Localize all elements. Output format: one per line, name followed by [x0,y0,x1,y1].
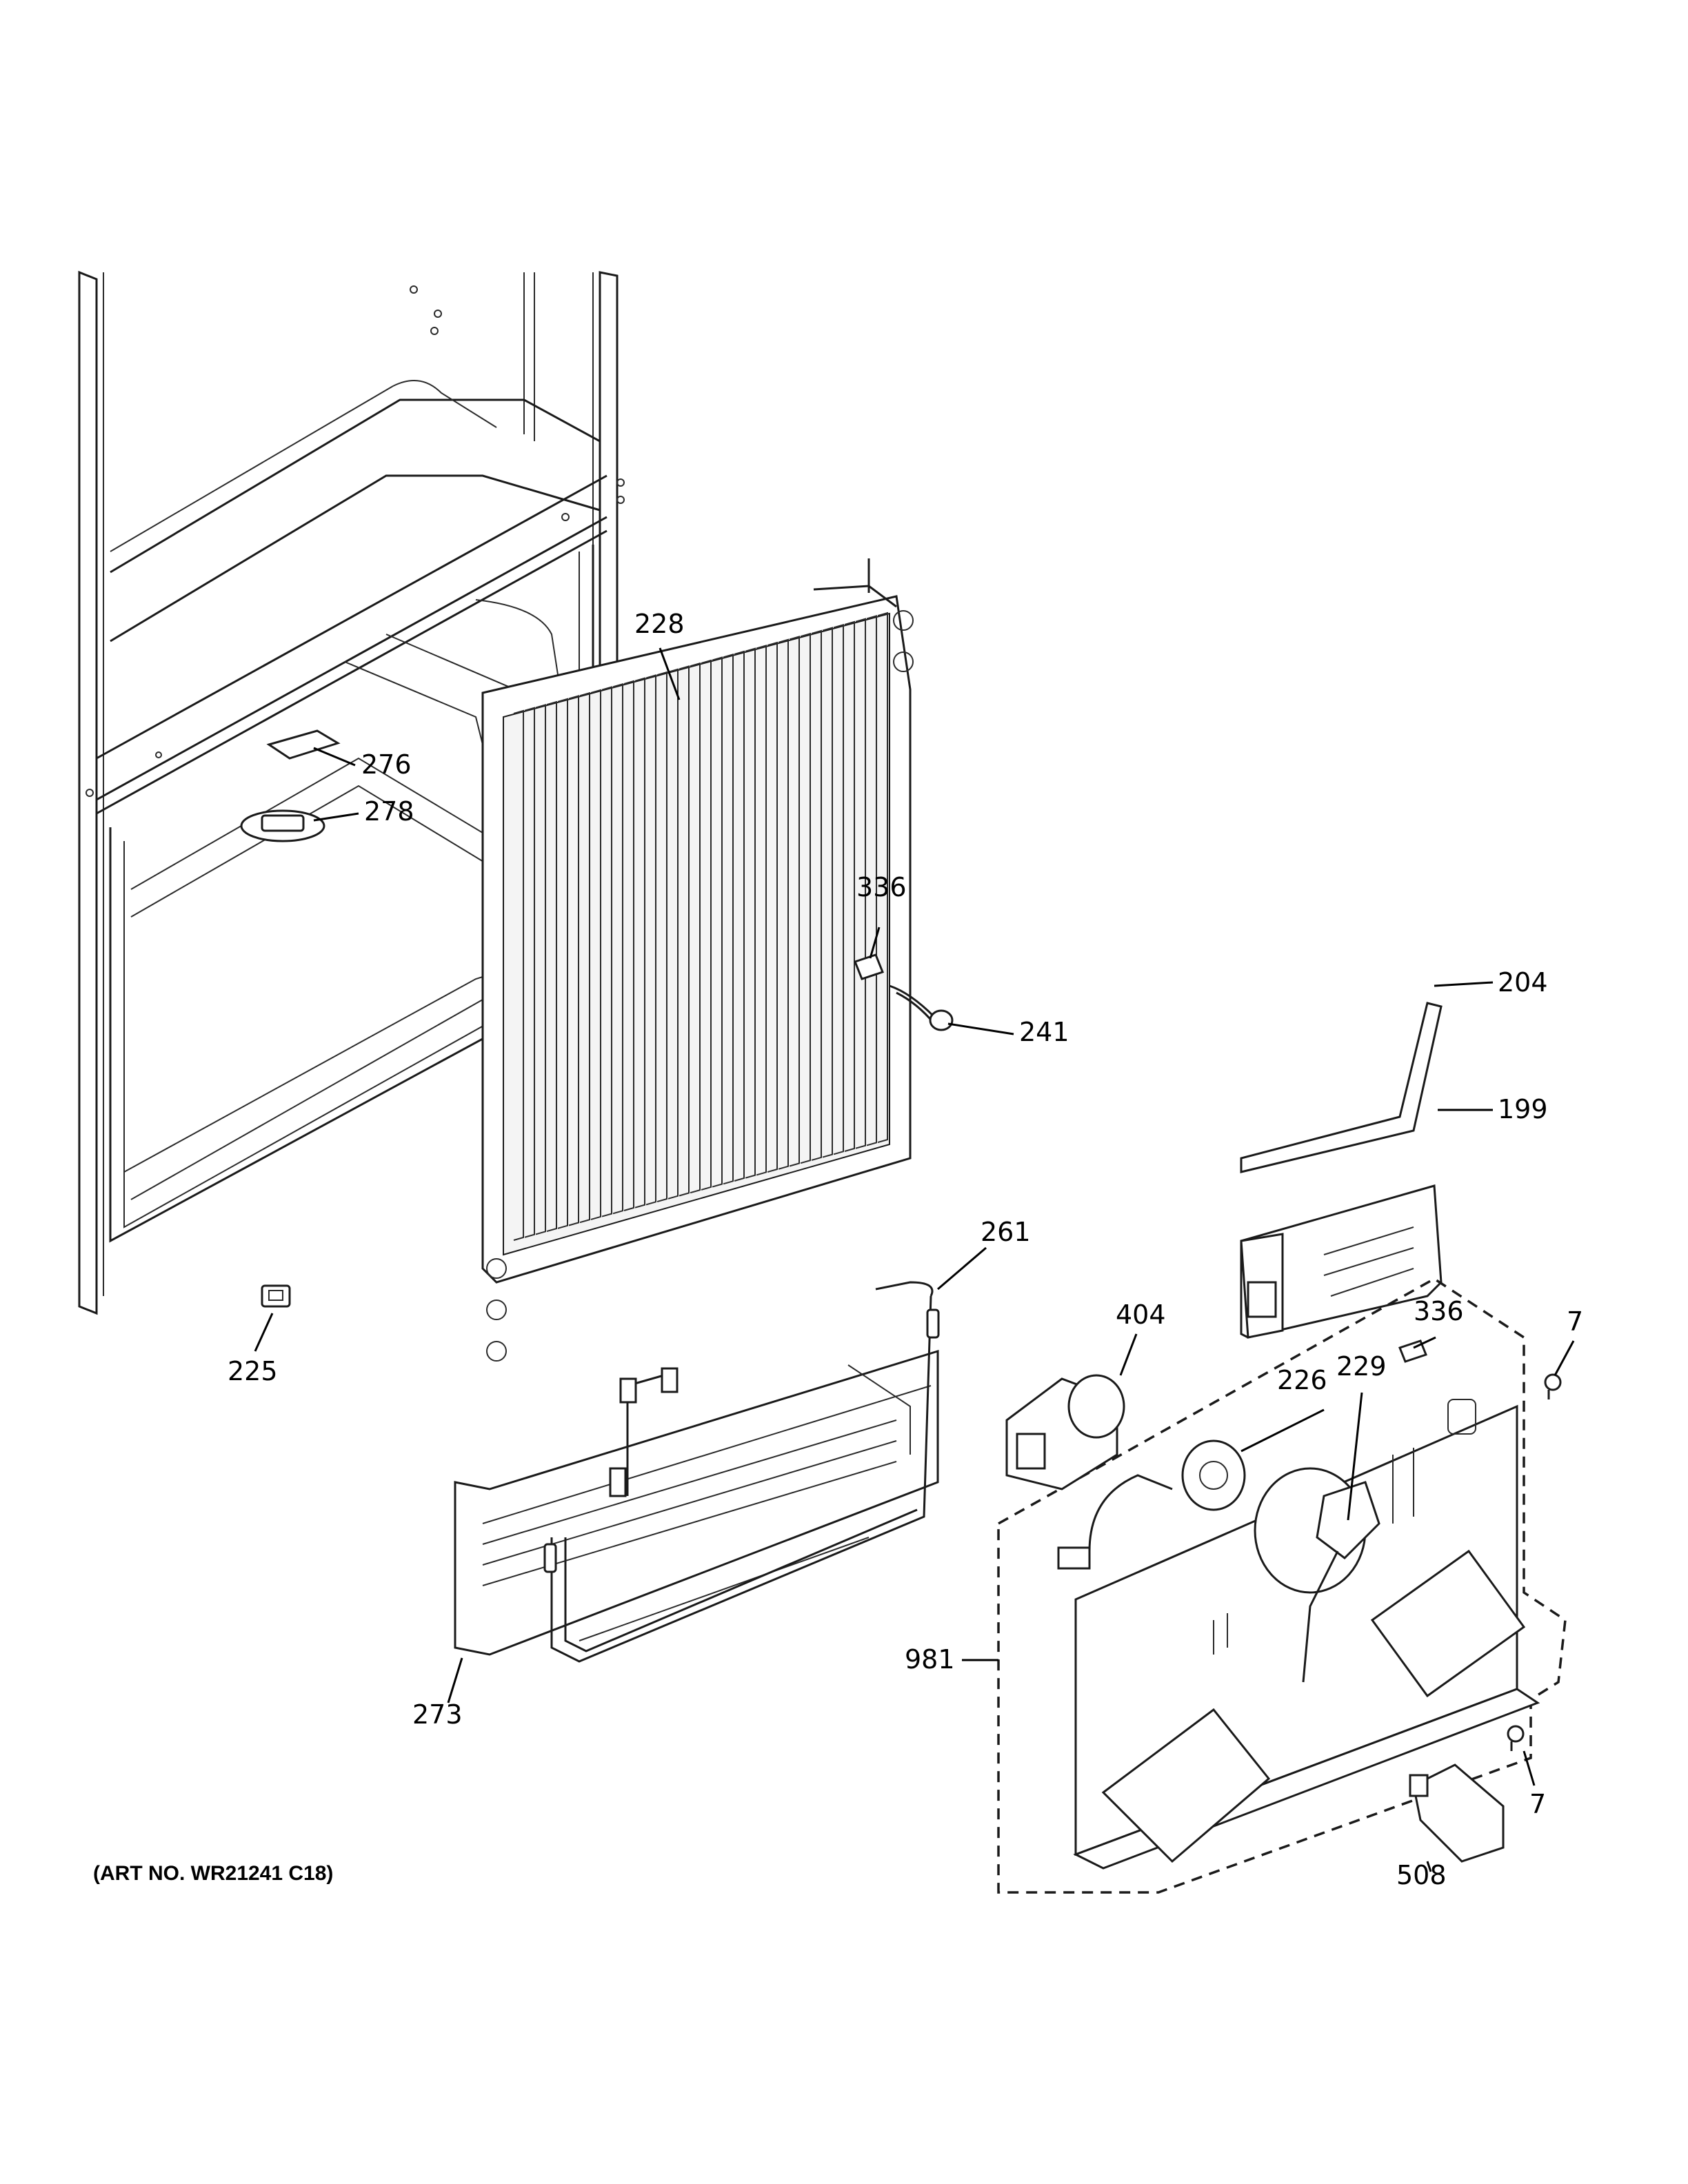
callout-229: 229 [1336,1351,1387,1382]
evaporator-fin [679,665,690,1197]
evaporator-fin [822,627,833,1158]
evaporator-fin [701,659,712,1191]
evaporator-fin [844,620,855,1152]
callout-508: 508 [1396,1860,1447,1890]
evaporator-fin [745,647,756,1179]
callout-276: 276 [361,749,412,780]
callout-981: 981 [905,1644,955,1675]
evaporator-fin [734,650,745,1182]
part-981-fan-cover-panel [1073,1399,1540,1870]
callout-273: 273 [412,1699,463,1730]
evaporator-fin [778,638,789,1170]
evaporator-fin [513,709,524,1241]
part-7-screw-lower [1507,1725,1525,1751]
part-508-cover [1409,1763,1505,1863]
evaporator-fin [833,623,844,1155]
fan-wiring-connector [1057,1474,1173,1570]
callout-404: 404 [1116,1300,1166,1330]
callout-7-upper: 7 [1567,1306,1583,1337]
callout-204: 204 [1498,967,1548,998]
part-276-bracket [266,729,341,760]
evaporator-fin [568,695,579,1226]
callout-labels: 276 278 225 336 241 228 204 199 261 404 … [228,609,1583,1890]
callout-278: 278 [364,796,414,827]
evaporator-fin [579,691,590,1224]
callout-226: 226 [1277,1365,1327,1395]
evaporator-fin [877,611,888,1144]
part-7-screw-upper [1544,1373,1562,1399]
evaporator-fin [524,707,535,1238]
part-241-thermal-fuse [889,984,954,1031]
evaporator-fin [645,674,656,1206]
evaporator-fin [634,677,645,1209]
callout-225: 225 [228,1356,278,1386]
art-number: (ART NO. WR21241 C18) [93,1862,333,1885]
evaporator-fin [789,636,800,1167]
evaporator-fin [557,698,568,1229]
callout-199: 199 [1498,1094,1548,1124]
evaporator-fin [723,653,734,1185]
evaporator-fin [667,668,679,1200]
evaporator-fin [767,641,778,1173]
leader-lines [254,647,1575,1872]
evaporator-fin [712,656,723,1188]
evaporator-fin [811,629,822,1161]
evaporator-wiring-harness [609,1367,679,1497]
evaporator-fin [756,645,767,1176]
part-336-pin-upper [854,953,884,980]
evaporator-fin [623,680,634,1211]
part-204-trim [1240,1002,1443,1173]
part-226-fan-motor [1181,1439,1246,1511]
callout-261: 261 [981,1217,1031,1247]
evaporator-fin [590,689,601,1220]
part-404-damper [1005,1374,1125,1490]
evaporator-fin [690,662,701,1194]
part-981-assembly-outline [997,1277,1567,1894]
callout-228: 228 [634,609,685,639]
evaporator-fin [546,700,557,1233]
callout-336-upper: 336 [856,872,907,902]
part-278-housing [240,809,325,842]
evaporator-fin [656,671,667,1203]
part-228-evaporator [481,558,914,1362]
callout-7-lower: 7 [1529,1789,1546,1819]
evaporator-fin [855,618,866,1149]
part-261-defrost-heater [543,1281,940,1663]
evaporator-fin [866,615,877,1146]
callout-336-lower: 336 [1414,1296,1464,1326]
evaporator-fin [601,686,612,1217]
part-199-duct-cover [1240,1184,1443,1339]
evaporator-fin [800,632,811,1164]
part-225-switch [261,1284,291,1308]
evaporator-fin [612,682,623,1215]
evaporator-fin [535,704,546,1235]
callout-241: 241 [1019,1017,1069,1047]
part-273-drain-pan [454,1349,939,1656]
